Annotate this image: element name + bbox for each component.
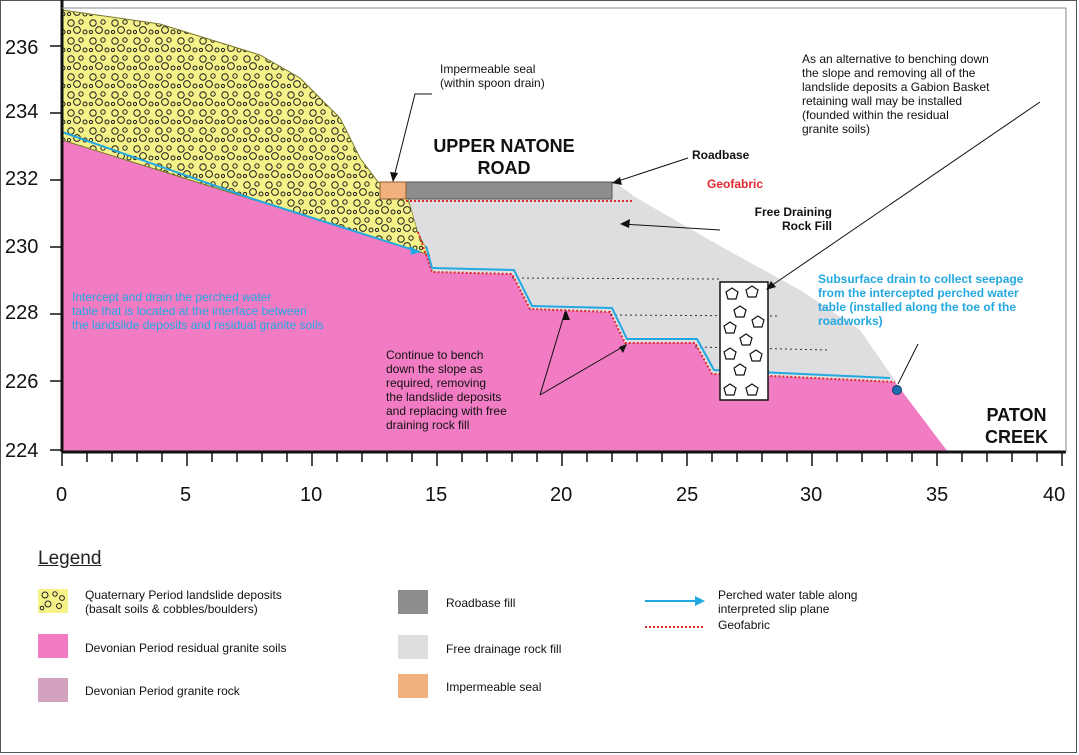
y-tick-label: 224	[5, 440, 39, 462]
rock-fill-area	[408, 182, 896, 382]
label-line: Subsurface drain to collect seepage	[818, 272, 1024, 286]
legend-title: Legend	[38, 548, 102, 569]
label-line: draining rock fill	[386, 418, 470, 432]
label-line: Free Draining	[754, 205, 832, 219]
geofabric-line-icon	[645, 626, 705, 628]
label-line: ROAD	[477, 158, 531, 178]
x-ticks	[61, 452, 1063, 466]
legend-label: (basalt soils & cobbles/boulders)	[85, 602, 258, 616]
water-table-arrow-icon	[645, 596, 705, 606]
x-tick-label: 0	[56, 484, 68, 506]
label-line: down the slope as	[386, 362, 483, 376]
label-line: As an alternative to benching down	[802, 52, 989, 66]
x-tick-label: 5	[180, 484, 192, 506]
label-line: landslide deposits a Gabion Basket	[802, 80, 990, 94]
y-tick-label: 228	[5, 302, 39, 324]
intercept-note: Intercept and drain the perched water ta…	[72, 290, 324, 332]
legend-label: Devonian Period granite rock	[85, 684, 240, 698]
landslide-swatch-icon	[38, 589, 68, 613]
label-line: the slope and removing all of the	[802, 66, 976, 80]
label-line: granite soils)	[802, 122, 871, 136]
granite-rock-swatch	[38, 678, 68, 702]
road-label: UPPER NATONE ROAD	[425, 135, 583, 179]
geofabric-lines	[406, 200, 896, 383]
x-tick-label: 35	[926, 484, 949, 506]
label-line: Continue to bench	[386, 348, 484, 362]
label-line: from the intercepted perched water	[818, 286, 1019, 300]
y-ticks	[50, 45, 62, 451]
legend-label: Geofabric	[718, 618, 771, 632]
impermeable-seal-label: Impermeable seal (within spoon drain)	[440, 62, 545, 90]
legend-label: Perched water table along	[718, 588, 858, 602]
label-line: (founded within the residual	[802, 108, 949, 122]
residual-granite-swatch	[38, 634, 68, 658]
label-line: the landslide deposits and residual gran…	[72, 318, 324, 332]
label-line: UPPER NATONE	[433, 136, 575, 156]
x-tick-label: 10	[300, 484, 323, 506]
y-tick-label: 236	[5, 37, 39, 59]
x-tick-label: 15	[425, 484, 448, 506]
perched-water-table	[61, 131, 891, 379]
roadbase-label: Roadbase	[692, 148, 750, 162]
gabion-note: As an alternative to benching down the s…	[802, 52, 989, 136]
legend-label: interpreted slip plane	[718, 602, 830, 616]
subsurface-drain	[892, 385, 902, 395]
y-tick-label: 232	[5, 168, 39, 190]
label-line: table that is located at the interface b…	[72, 304, 307, 318]
label-line: required, removing	[386, 376, 487, 390]
impermeable-seal	[379, 181, 407, 200]
x-tick-label: 30	[800, 484, 823, 506]
label-line: Impermeable seal	[440, 62, 536, 76]
x-tick-label: 25	[676, 484, 699, 506]
label-line: table (installed along the toe of the	[818, 300, 1017, 314]
label-line: retaining wall may be installed	[802, 94, 963, 108]
y-tick-label: 226	[5, 371, 39, 393]
residual-granite-soils	[62, 140, 948, 452]
leader-lines	[392, 93, 1041, 396]
bench-note: Continue to bench down the slope as requ…	[386, 348, 507, 432]
gabion-basket	[719, 281, 769, 401]
paton-creek-label: PATON CREEK	[985, 404, 1048, 448]
x-tick-label: 40	[1043, 484, 1066, 506]
legend-label: Devonian Period residual granite soils	[85, 641, 287, 655]
y-tick-label: 230	[5, 236, 39, 258]
label-line: PATON	[986, 405, 1047, 425]
legend-label: Quaternary Period landslide deposits	[85, 588, 282, 602]
subsurface-drain-note: Subsurface drain to collect seepage from…	[818, 272, 1023, 328]
x-tick-label: 20	[550, 484, 573, 506]
label-line: roadworks)	[818, 314, 883, 328]
label-line: CREEK	[985, 427, 1049, 447]
leader-arrowheads	[390, 172, 776, 353]
label-line: Rock Fill	[781, 219, 832, 233]
y-tick-label: 234	[5, 101, 39, 123]
rock-fill-label: Free Draining Rock Fill	[728, 205, 832, 233]
legend-label: Roadbase fill	[446, 596, 516, 610]
label-line: Intercept and drain the perched water	[72, 290, 272, 304]
cross-section	[50, 0, 1067, 466]
seal-swatch	[398, 674, 428, 698]
label-line: the landslide deposits	[386, 390, 502, 404]
roadbase-swatch	[398, 590, 428, 614]
rock-fill-swatch	[398, 635, 428, 659]
legend-label: Impermeable seal	[446, 680, 542, 694]
label-line: (within spoon drain)	[440, 76, 545, 90]
geofabric-label: Geofabric	[707, 177, 764, 191]
label-line: and replacing with free	[386, 404, 507, 418]
roadbase-fill	[405, 181, 613, 200]
legend-label: Free drainage rock fill	[446, 642, 562, 656]
